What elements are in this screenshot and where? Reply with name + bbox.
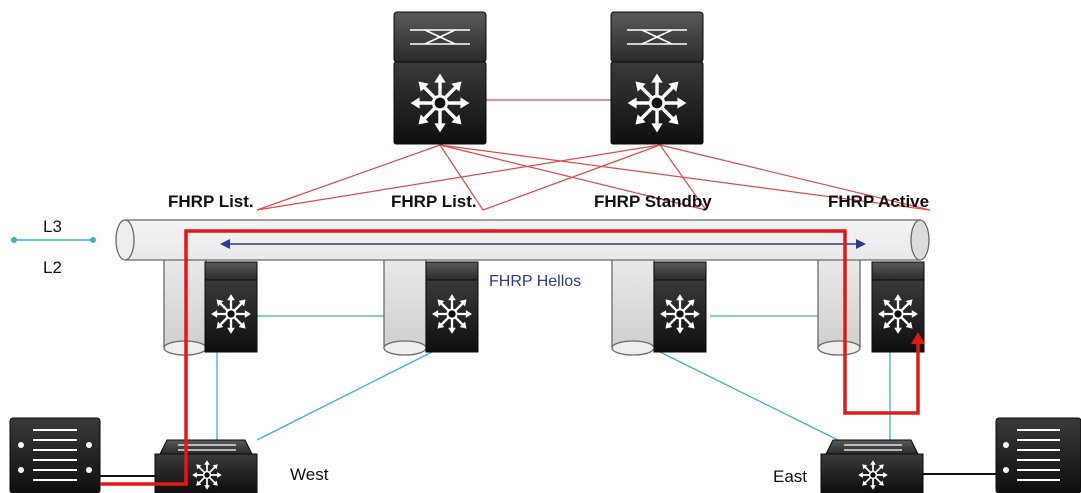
server-icon xyxy=(1017,429,1060,481)
access-links xyxy=(216,315,891,441)
west-label: West xyxy=(290,465,329,484)
traffic-path xyxy=(100,229,925,486)
access-switch-east xyxy=(820,439,924,493)
server-icon xyxy=(33,429,77,481)
layer-legend: L3 L2 xyxy=(11,217,96,277)
fhrp-role-label-2: FHRP List. xyxy=(391,192,477,211)
router-star-icon xyxy=(857,459,889,491)
core-switch-1 xyxy=(393,11,487,145)
router-star-icon xyxy=(408,71,472,135)
distribution-switch-2 xyxy=(425,261,479,353)
l2-label: L2 xyxy=(43,258,62,277)
crossbar-icon xyxy=(410,29,470,45)
crossbar-icon xyxy=(627,29,687,45)
router-star-icon xyxy=(430,292,474,336)
server-west xyxy=(9,417,101,493)
router-star-icon xyxy=(625,71,689,135)
router-star-icon xyxy=(209,292,253,336)
router-star-icon xyxy=(876,292,920,336)
core-switch-2 xyxy=(610,11,704,145)
east-label: East xyxy=(773,467,807,486)
fhrp-role-label-3: FHRP Standby xyxy=(594,192,712,211)
server-links xyxy=(100,473,996,477)
fhrp-hellos-label: FHRP Hellos xyxy=(489,273,581,290)
distribution-switch-1 xyxy=(204,261,258,353)
divider-endpoint xyxy=(11,237,17,243)
l3-label: L3 xyxy=(43,217,62,236)
server-east xyxy=(995,417,1081,493)
access-switch-west xyxy=(154,439,258,493)
fhrp-role-label-1: FHRP List. xyxy=(168,192,254,211)
arrows-icon xyxy=(844,444,902,451)
divider-endpoint xyxy=(90,237,96,243)
fhrp-role-label-4: FHRP Active xyxy=(828,192,929,211)
router-star-icon xyxy=(191,459,223,491)
distribution-switch-3 xyxy=(653,261,707,353)
core-distribution-links xyxy=(256,99,931,211)
distribution-switch-4 xyxy=(871,261,925,353)
router-star-icon xyxy=(658,292,702,336)
